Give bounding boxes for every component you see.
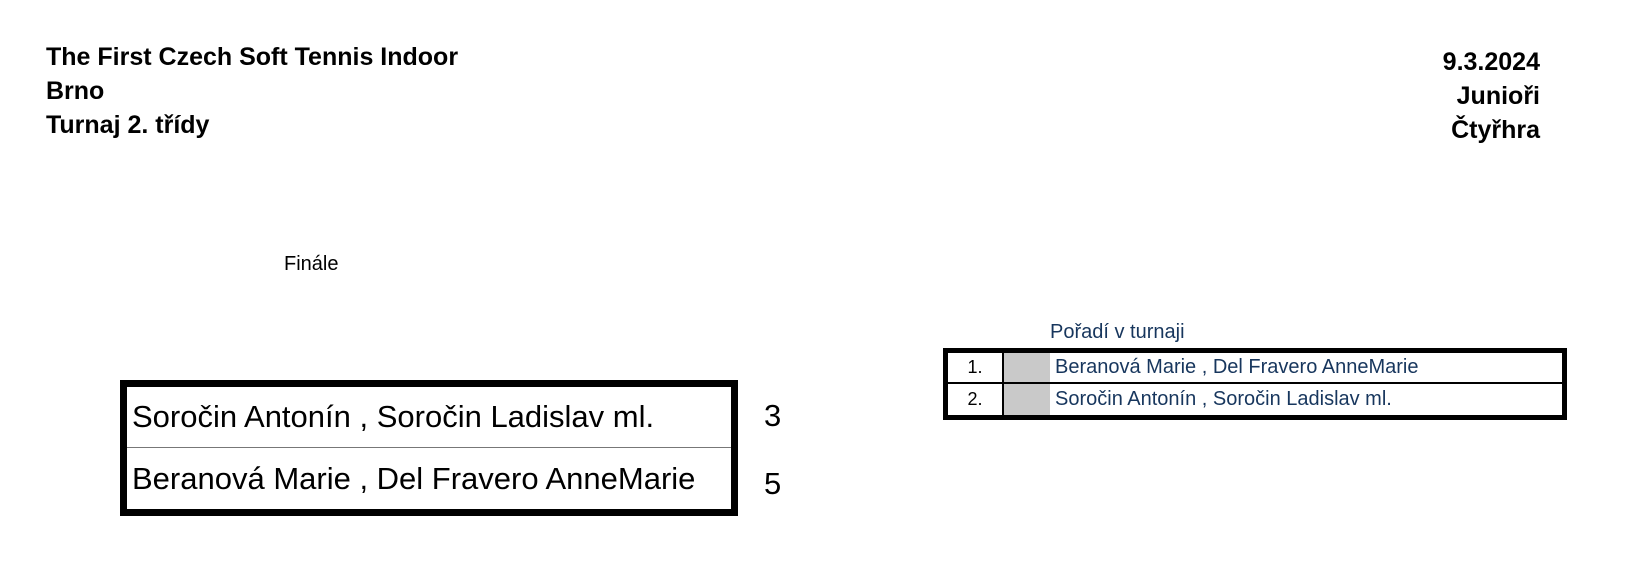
ranking-team-name: Beranová Marie , Del Fravero AnneMarie [1055,356,1419,378]
tournament-discipline: Čtyřhra [1451,116,1540,144]
team-2-name: Beranová Marie , Del Fravero AnneMarie [132,460,696,496]
ranking-row: 2. Soročin Antonín , Soročin Ladislav ml… [948,384,1562,415]
team-2-score: 5 [764,466,782,501]
ranking-place: 2. [948,384,1004,415]
ranking-swatch [1004,353,1050,382]
ranking-team-name: Soročin Antonín , Soročin Ladislav ml. [1055,388,1392,410]
tournament-city: Brno [46,77,105,105]
header-right: 9.3.2024 Junioři Čtyřhra [1443,45,1540,147]
ranking-place: 1. [948,353,1004,382]
ranking-title: Pořadí v turnaji [1050,321,1185,343]
tournament-category: Junioři [1456,82,1540,110]
ranking-row: 1. Beranová Marie , Del Fravero AnneMari… [948,353,1562,384]
ranking-table: 1. Beranová Marie , Del Fravero AnneMari… [943,348,1567,420]
team-1-name: Soročin Antonín , Soročin Ladislav ml. [127,387,731,448]
tournament-title: The First Czech Soft Tennis Indoor [46,43,459,71]
final-match-box: Soročin Antonín , Soročin Ladislav ml. B… [120,380,738,516]
tournament-class: Turnaj 2. třídy [46,111,210,139]
ranking-swatch [1004,384,1050,415]
header-left: The First Czech Soft Tennis Indoor Brno … [46,40,458,142]
tournament-date: 9.3.2024 [1442,48,1540,76]
team-1-score: 3 [764,398,782,433]
round-label: Finále [284,253,339,275]
